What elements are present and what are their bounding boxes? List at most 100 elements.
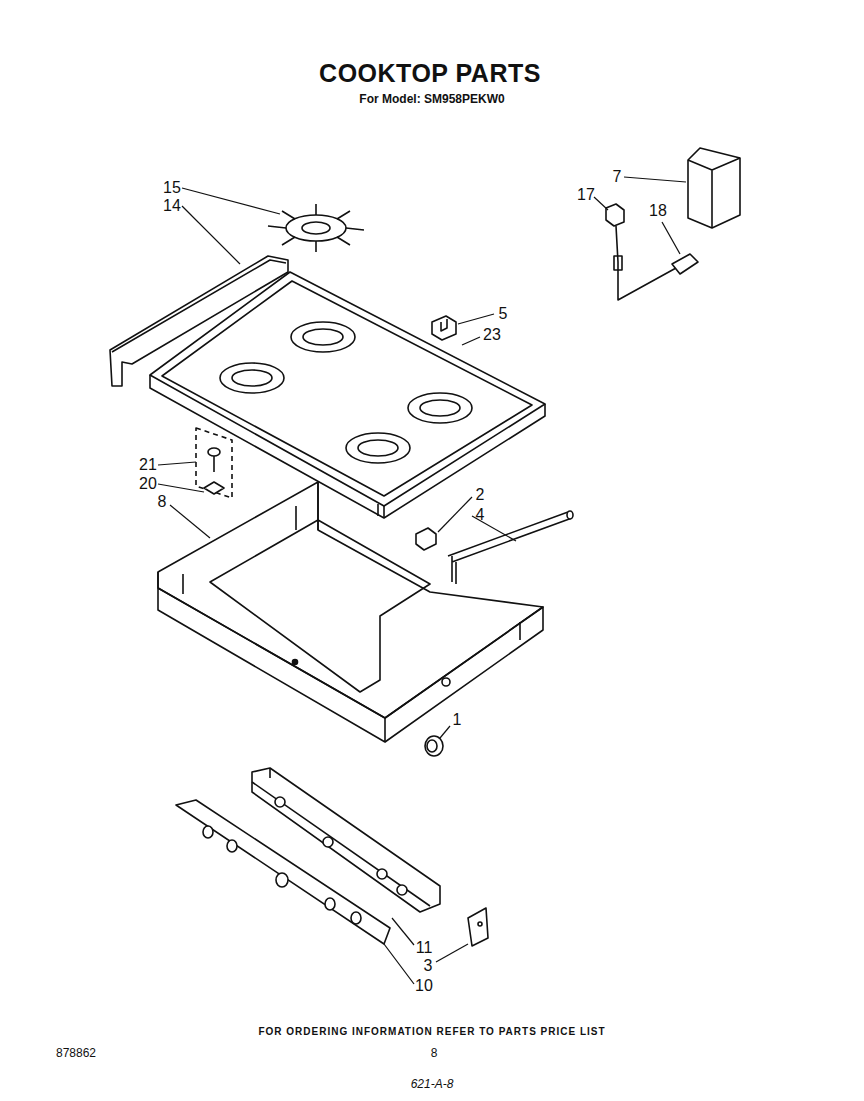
leader-lines-shape (384, 944, 414, 984)
callout-number: 5 (499, 305, 508, 323)
cooktop-shape-shape (232, 370, 272, 386)
burner-box-shape (442, 678, 450, 686)
cooktop-shape (150, 375, 545, 518)
callout-number: 11 (416, 939, 433, 957)
burner-box-shape (158, 572, 385, 742)
callout-number: 23 (483, 326, 501, 344)
knob-1-shape (427, 740, 437, 752)
leader-lines-shape (594, 197, 608, 210)
cooktop-shape (378, 504, 384, 518)
leader-lines-shape (438, 497, 472, 532)
front-panel-shape (203, 826, 361, 924)
clip-and-tube-shape (567, 511, 573, 519)
leader-lines-shape (392, 918, 414, 945)
leader-lines-shape (440, 726, 450, 738)
front-channel-shape-shape (377, 869, 387, 879)
diagram-number: 878862 (56, 1047, 96, 1060)
callout-number: 21 (139, 456, 157, 474)
cooktop-shape (220, 322, 472, 463)
burner-box (158, 482, 543, 742)
leader-lines-shape (436, 944, 468, 962)
bracket-3 (468, 908, 488, 946)
callout-number: 3 (424, 957, 433, 975)
ignition-module-shape (688, 158, 740, 228)
ordering-note: FOR ORDERING INFORMATION REFER TO PARTS … (258, 1026, 605, 1037)
bracket-5-shape (441, 319, 447, 331)
bracket-3-shape (468, 908, 488, 946)
cooktop-shape-shape (303, 329, 343, 345)
cooktop (150, 272, 545, 518)
callout-number: 10 (415, 977, 433, 995)
callout-number: 14 (163, 197, 181, 215)
cooktop-shape-shape (291, 322, 355, 352)
cooktop-shape-shape (420, 400, 460, 416)
knob-1-shape (425, 736, 443, 756)
grate-shape (302, 222, 330, 234)
electrode-parts-shape (196, 428, 232, 498)
burner-box-shape (210, 520, 430, 692)
wire-and-plug-shape (614, 256, 622, 270)
callout-number: 4 (476, 506, 485, 524)
bracket-5-shape (432, 316, 456, 340)
cooktop-shape-shape (346, 433, 410, 463)
leader-lines-shape (170, 505, 210, 538)
callout-number: 2 (476, 486, 485, 504)
leader-lines-shape (662, 222, 680, 254)
page-number: 8 (431, 1047, 438, 1060)
leader-lines (158, 177, 686, 984)
electrode-parts (196, 428, 232, 498)
ignition-module (688, 148, 740, 228)
wire-and-plug-shape (672, 254, 698, 274)
ignition-module-shape (688, 148, 740, 228)
electrode-parts-shape (204, 482, 224, 494)
cooktop-shape-shape (358, 440, 398, 456)
diagram-title: COOKTOP PARTS (319, 60, 541, 88)
callout-number: 18 (649, 202, 667, 220)
burner-box-shape (183, 482, 520, 640)
callout-number: 17 (577, 186, 595, 204)
front-panel-shape-shape (276, 873, 288, 887)
wire-and-plug-shape (606, 204, 624, 226)
front-panel-shape-shape (351, 912, 361, 924)
leader-lines-shape (458, 314, 494, 324)
electrode-parts-shape (213, 456, 215, 472)
leader-lines-shape (182, 206, 240, 264)
bracket-5 (432, 316, 456, 340)
clip-and-tube-shape (416, 528, 436, 550)
callout-number: 7 (613, 168, 622, 186)
grate (268, 204, 364, 252)
burner-box-shape (293, 660, 298, 665)
front-channel-shape-shape (323, 837, 333, 847)
clip-and-tube (416, 511, 573, 584)
leader-lines-shape (182, 188, 280, 214)
front-panel-shape-shape (203, 826, 213, 838)
grate-shape (268, 204, 364, 252)
handwritten-code: 621-A-8 (411, 1078, 454, 1091)
front-panel-shape-shape (325, 898, 335, 910)
callout-number: 8 (158, 493, 167, 511)
front-channel-shape-shape (397, 885, 407, 895)
cooktop-shape (162, 281, 532, 496)
leader-lines-shape (462, 337, 480, 345)
front-channel-shape-shape (275, 797, 285, 807)
callout-number: 20 (139, 475, 157, 493)
front-panel-shape (176, 800, 390, 944)
leader-lines-shape (158, 484, 204, 492)
front-channel-shape (252, 768, 430, 906)
cooktop-shape-shape (408, 393, 472, 423)
burner-box-shape (158, 482, 543, 718)
front-panel-shape-shape (227, 840, 237, 852)
cooktop-shape (150, 272, 545, 506)
front-panel (176, 800, 390, 944)
bracket-3-shape (478, 922, 482, 926)
front-channel (252, 768, 440, 912)
clip-and-tube-shape (448, 512, 572, 584)
knob-1 (425, 736, 443, 756)
callout-number: 1 (453, 711, 462, 729)
front-channel-shape (252, 768, 440, 912)
leader-lines-shape (624, 177, 686, 182)
model-subtitle: For Model: SM958PEKW0 (359, 93, 504, 106)
leader-lines-shape (158, 462, 196, 465)
